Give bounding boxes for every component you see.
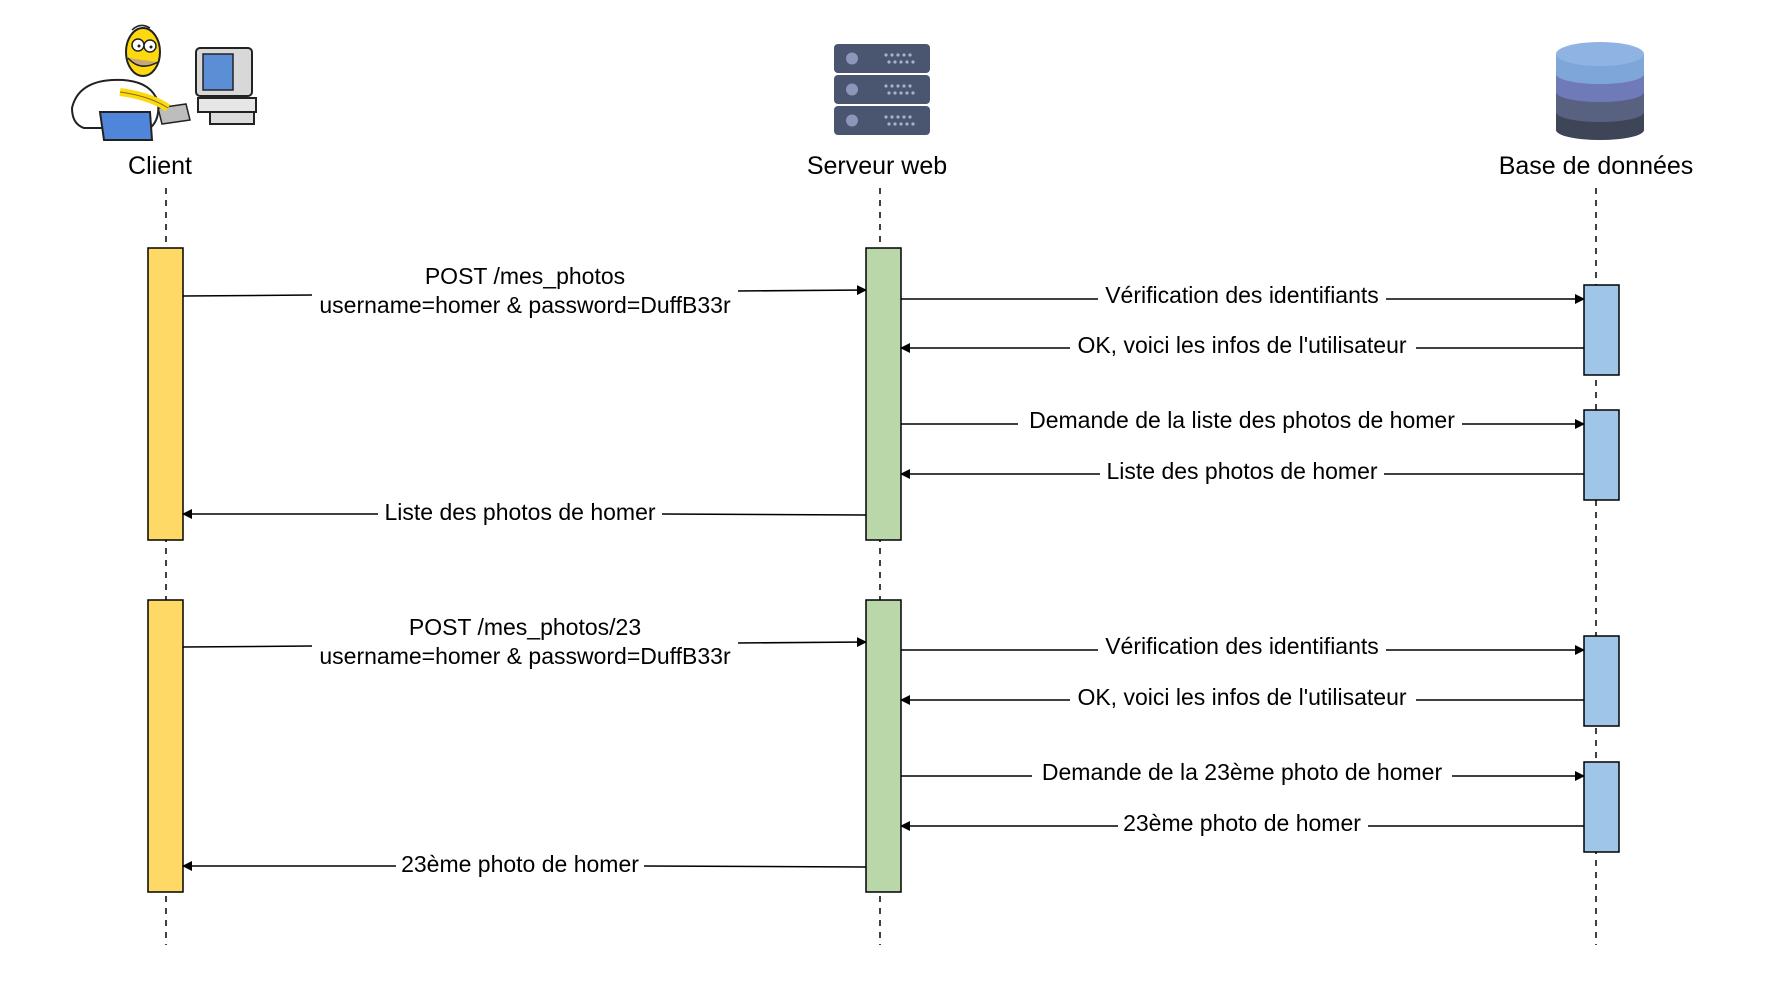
- activation-db-1: [1583, 284, 1620, 376]
- database-icon: [1556, 42, 1644, 140]
- message-m4: Demande de la liste des photos de homer: [901, 407, 1585, 433]
- activation-db-2: [1583, 409, 1620, 501]
- server-rack-icon: [834, 44, 930, 135]
- activation-server-2: [865, 599, 902, 893]
- message-m3: OK, voici les infos de l'utilisateur: [900, 332, 1584, 358]
- message-label-m7-line1: POST /mes_photos/23: [409, 614, 641, 640]
- actor-label-client: Client: [128, 152, 192, 180]
- message-m9: OK, voici les infos de l'utilisateur: [900, 684, 1584, 710]
- message-m2: Vérification des identifiants: [901, 282, 1585, 308]
- message-m6: Liste des photos de homer: [182, 499, 867, 525]
- message-m8: Vérification des identifiants: [901, 633, 1585, 659]
- message-label-m1-line1: POST /mes_photos: [425, 263, 625, 289]
- message-m12: 23ème photo de homer: [182, 851, 867, 877]
- message-label-m9: OK, voici les infos de l'utilisateur: [1077, 684, 1406, 710]
- message-m1: POST /mes_photos username=homer & passwo…: [182, 263, 867, 318]
- message-label-m2: Vérification des identifiants: [1105, 282, 1379, 308]
- actor-label-db: Base de données: [1499, 152, 1694, 180]
- message-label-m11: 23ème photo de homer: [1123, 810, 1361, 836]
- activation-client-1: [147, 247, 184, 541]
- message-label-m3: OK, voici les infos de l'utilisateur: [1077, 332, 1406, 358]
- activation-client-2: [147, 599, 184, 893]
- message-m7: POST /mes_photos/23 username=homer & pas…: [182, 614, 867, 669]
- message-m5: Liste des photos de homer: [900, 458, 1584, 484]
- message-label-m10: Demande de la 23ème photo de homer: [1042, 759, 1443, 785]
- actor-label-server: Serveur web: [807, 152, 947, 180]
- message-label-m7-line2: username=homer & password=DuffB33r: [319, 643, 731, 669]
- homer-at-computer-icon: [70, 24, 257, 141]
- message-label-m1-line2: username=homer & password=DuffB33r: [319, 292, 731, 318]
- message-label-m8: Vérification des identifiants: [1105, 633, 1379, 659]
- message-m11: 23ème photo de homer: [900, 810, 1584, 836]
- message-label-m6: Liste des photos de homer: [384, 499, 655, 525]
- activation-db-3: [1583, 635, 1620, 727]
- message-m10: Demande de la 23ème photo de homer: [901, 759, 1585, 785]
- message-label-m5: Liste des photos de homer: [1106, 458, 1377, 484]
- message-label-m12: 23ème photo de homer: [401, 851, 639, 877]
- activation-db-4: [1583, 761, 1620, 853]
- activation-server-1: [865, 247, 902, 541]
- message-label-m4: Demande de la liste des photos de homer: [1029, 407, 1455, 433]
